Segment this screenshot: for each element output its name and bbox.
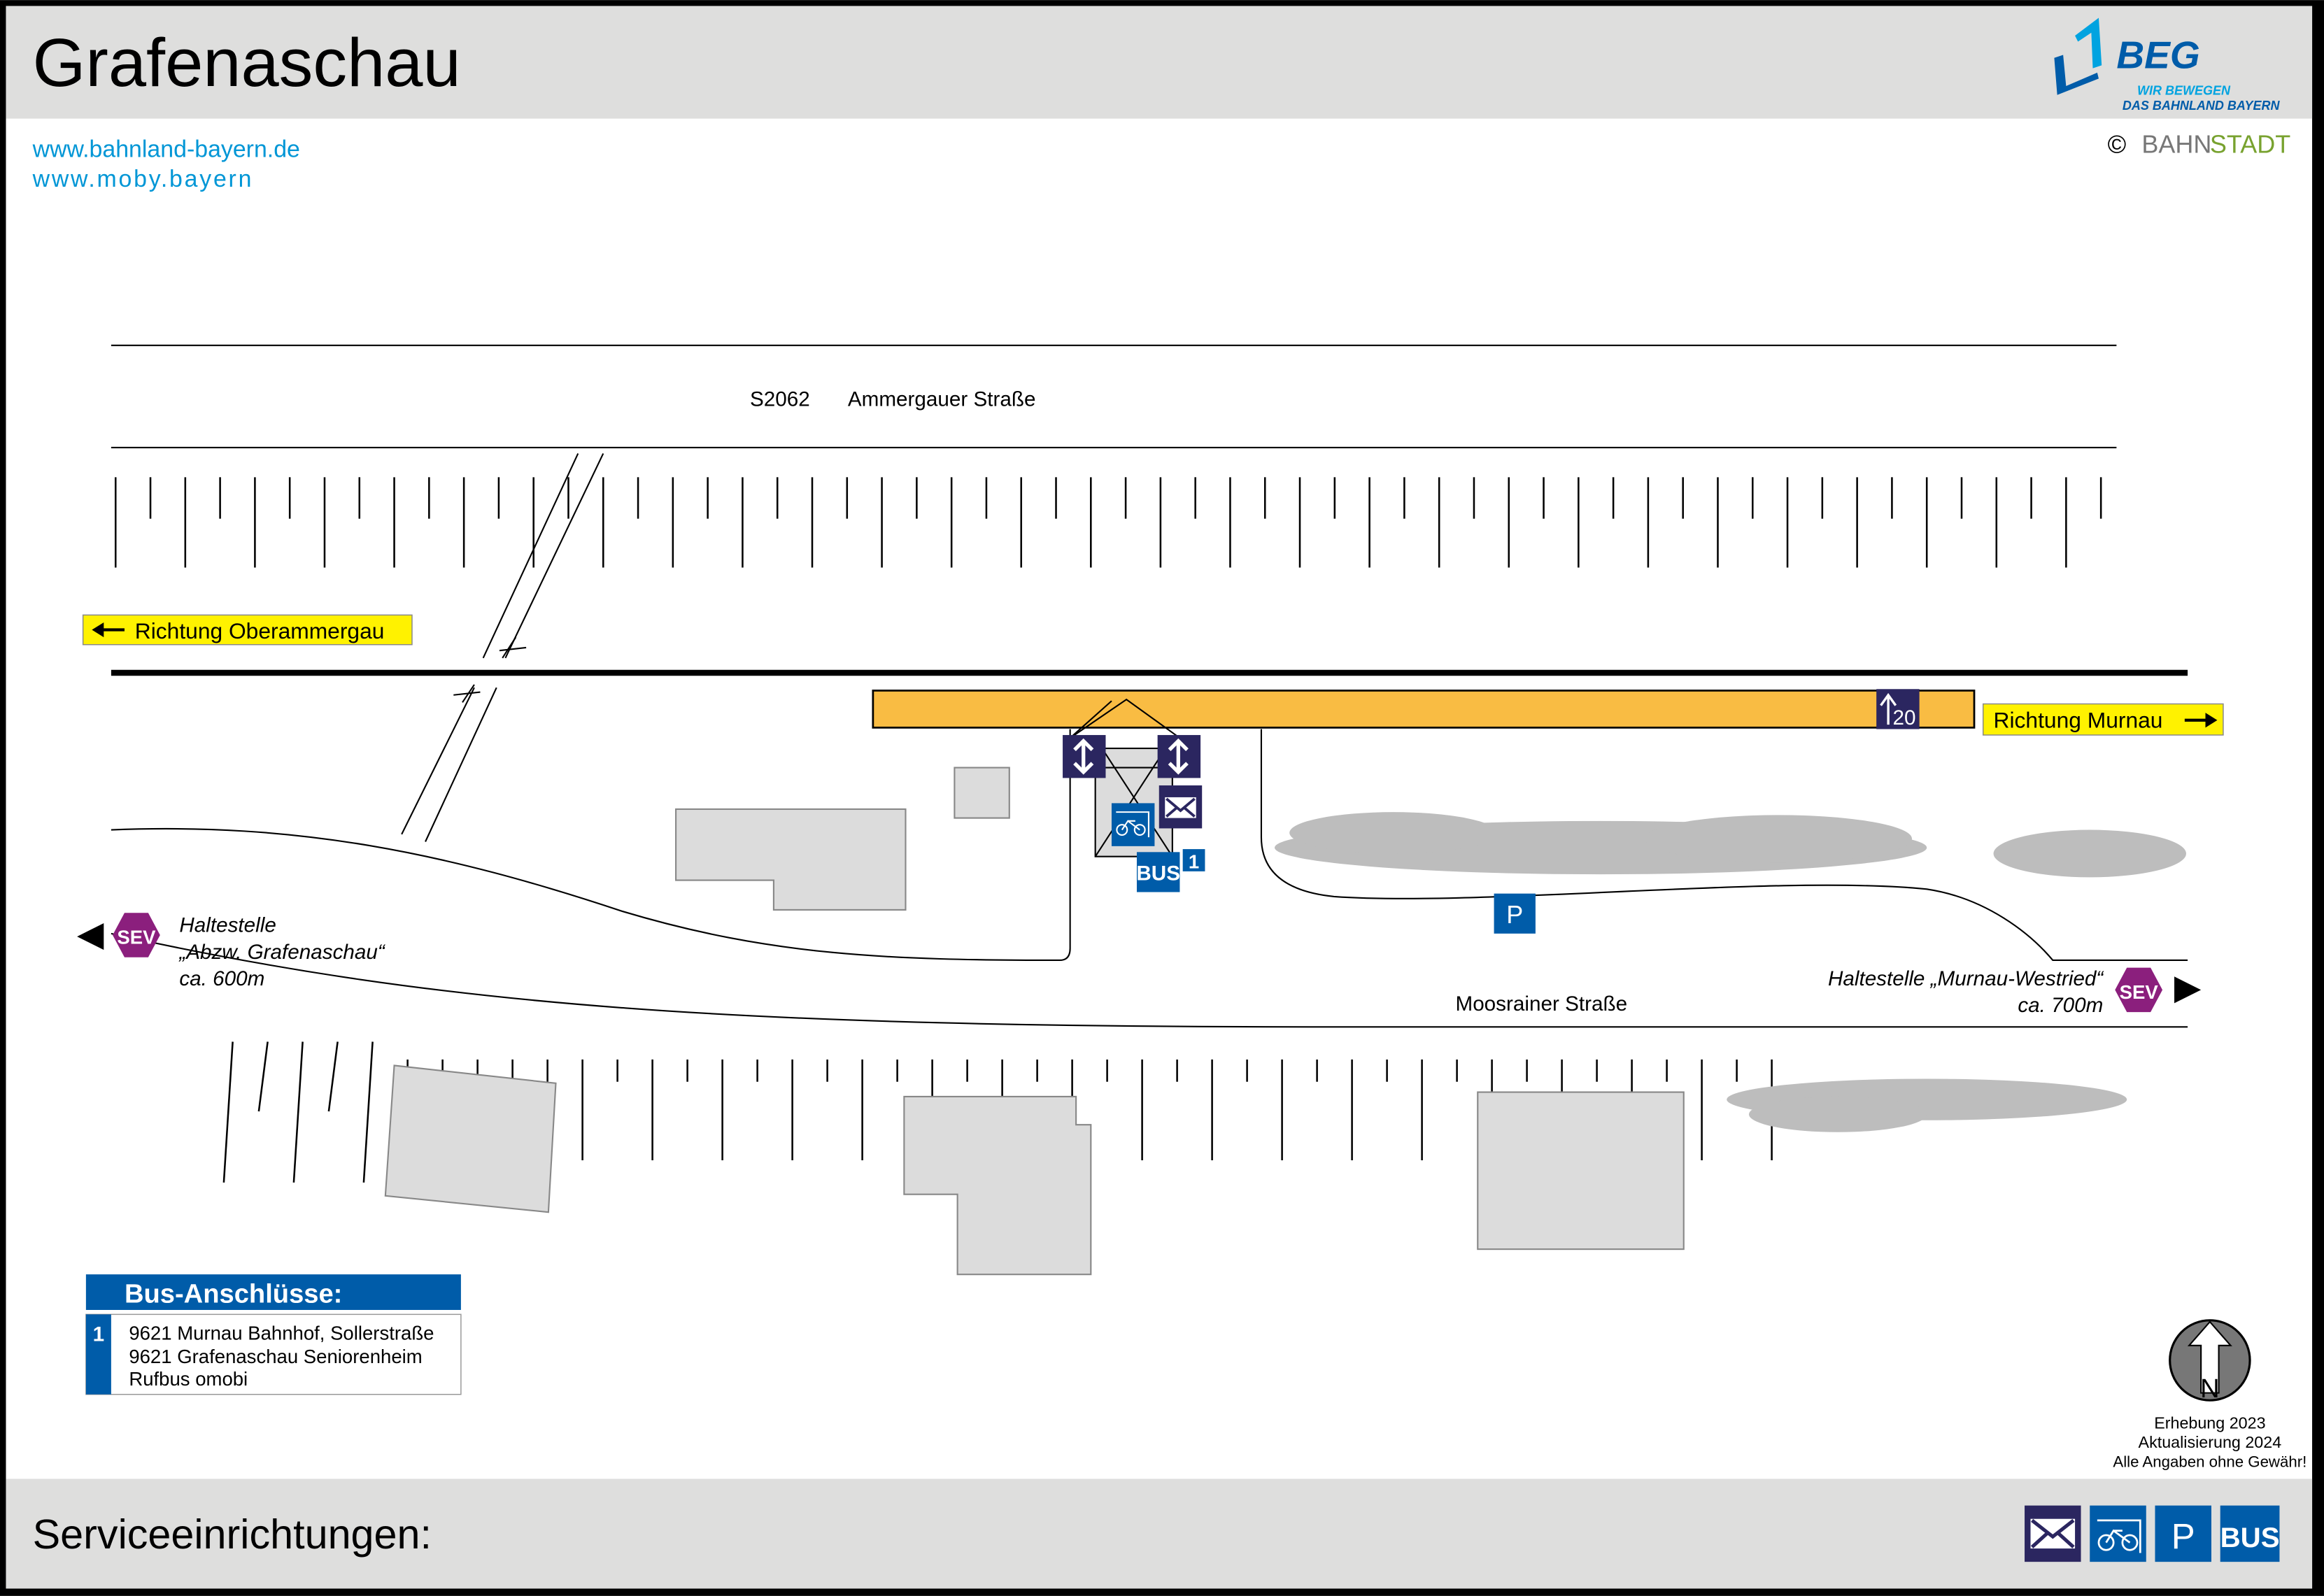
svg-text:Richtung Murnau: Richtung Murnau	[1994, 707, 2163, 732]
link-moby[interactable]: www.moby.bayern	[32, 166, 254, 192]
building	[675, 808, 907, 911]
building	[1477, 1091, 1685, 1251]
svg-text:P: P	[2171, 1516, 2195, 1556]
svg-text:STADT: STADT	[2210, 129, 2290, 158]
station-title: Grafenaschau	[33, 24, 461, 101]
mail-icon	[1159, 785, 1203, 829]
survey-note: Erhebung 2023	[2154, 1413, 2265, 1432]
footer-bus-icon: BUS	[2220, 1505, 2280, 1562]
parking-icon: P	[1494, 893, 1536, 934]
services-title: Serviceeinrichtungen:	[33, 1511, 432, 1558]
svg-text:WIR BEWEGEN: WIR BEWEGEN	[2137, 84, 2231, 98]
footpath-crossing	[401, 453, 604, 842]
fence-post	[327, 1041, 339, 1112]
svg-text:SEV: SEV	[2120, 981, 2159, 1003]
footer-parking-icon: P	[2155, 1505, 2211, 1562]
svg-text:ca. 600m: ca. 600m	[179, 967, 264, 990]
platform	[872, 690, 1976, 729]
trees	[1275, 812, 2186, 1132]
svg-text:Haltestelle: Haltestelle	[179, 914, 276, 937]
building	[384, 1064, 557, 1213]
svg-text:Rufbus omobi: Rufbus omobi	[129, 1368, 248, 1390]
bus-connections-box: Bus-Anschlüsse: 1 9621 Murnau Bahnhof, S…	[85, 1274, 462, 1395]
svg-text:9621 Murnau Bahnhof, Sollerstr: 9621 Murnau Bahnhof, Sollerstraße	[129, 1322, 434, 1344]
fence-top	[114, 477, 2102, 568]
bus-stop-number: 1	[1189, 851, 1199, 873]
fence-post	[362, 1041, 374, 1183]
fence-post	[292, 1041, 304, 1183]
svg-text:BEG: BEG	[2116, 34, 2199, 77]
buildings	[384, 767, 1685, 1276]
svg-text:Haltestelle „Murnau-Westried“: Haltestelle „Murnau-Westried“	[1828, 967, 2104, 990]
direction-left: Richtung Oberammergau	[82, 614, 413, 646]
fence-post	[257, 1041, 269, 1112]
footer-bar	[6, 1479, 2313, 1589]
arrow-left-icon	[77, 923, 104, 950]
sev-stop-right: Haltestelle „Murnau-Westried“ ca. 700m S…	[1828, 967, 2202, 1017]
link-bahnland[interactable]: www.bahnland-bayern.de	[32, 136, 300, 163]
svg-text:Bus-Anschlüsse:: Bus-Anschlüsse:	[125, 1278, 342, 1309]
update-note: Aktualisierung 2024	[2139, 1433, 2282, 1451]
platform-length-badge: 20	[1876, 689, 1920, 729]
svg-text:20: 20	[1892, 706, 1915, 729]
disclaimer: Alle Angaben ohne Gewähr!	[2113, 1453, 2307, 1471]
access-roads	[111, 700, 2188, 1028]
building	[903, 1095, 1092, 1276]
bahnstadt-copyright: © BAHN STADT	[2108, 129, 2291, 158]
arrow-right-icon	[2174, 976, 2202, 1004]
footer-bike-parking-icon	[2090, 1505, 2146, 1562]
header-bar	[6, 6, 2313, 119]
svg-text:©: ©	[2108, 129, 2127, 158]
sev-stop-left: SEV Haltestelle „Abzw. Grafenaschau“ ca.…	[77, 913, 386, 990]
svg-text:BUS: BUS	[1136, 862, 1180, 885]
svg-text:9621 Grafenaschau Seniorenheim: 9621 Grafenaschau Seniorenheim	[129, 1346, 422, 1367]
svg-text:DAS BAHNLAND BAYERN: DAS BAHNLAND BAYERN	[2123, 99, 2281, 113]
road-name-top: Ammergauer Straße	[848, 388, 1036, 411]
bike-parking-icon	[1111, 803, 1155, 846]
svg-text:1: 1	[93, 1323, 105, 1346]
bus-icon: BUS 1	[1136, 849, 1205, 892]
svg-text:„Abzw. Grafenaschau“: „Abzw. Grafenaschau“	[178, 941, 386, 964]
road-name-bottom: Moosrainer Straße	[1455, 992, 1627, 1016]
elevator-icon	[1063, 734, 1106, 778]
svg-text:ca. 700m: ca. 700m	[2018, 994, 2103, 1017]
svg-text:Richtung Oberammergau: Richtung Oberammergau	[135, 618, 385, 643]
north-compass: N	[2169, 1319, 2251, 1404]
elevator-icon	[1157, 734, 1201, 778]
svg-text:P: P	[1506, 900, 1523, 929]
svg-text:BAHN: BAHN	[2141, 129, 2211, 158]
direction-right: Richtung Murnau	[1982, 703, 2224, 736]
svg-text:BUS: BUS	[2220, 1522, 2280, 1553]
svg-text:SEV: SEV	[117, 927, 156, 948]
beg-logo: BEG WIR BEWEGEN DAS BAHNLAND BAYERN	[2054, 17, 2281, 113]
arrow-up-icon	[1880, 692, 1897, 725]
fence-post	[222, 1041, 234, 1183]
footer-mail-icon	[2025, 1505, 2081, 1562]
road-number: S2062	[750, 388, 810, 411]
svg-text:N: N	[2200, 1374, 2220, 1404]
building	[954, 767, 1010, 819]
